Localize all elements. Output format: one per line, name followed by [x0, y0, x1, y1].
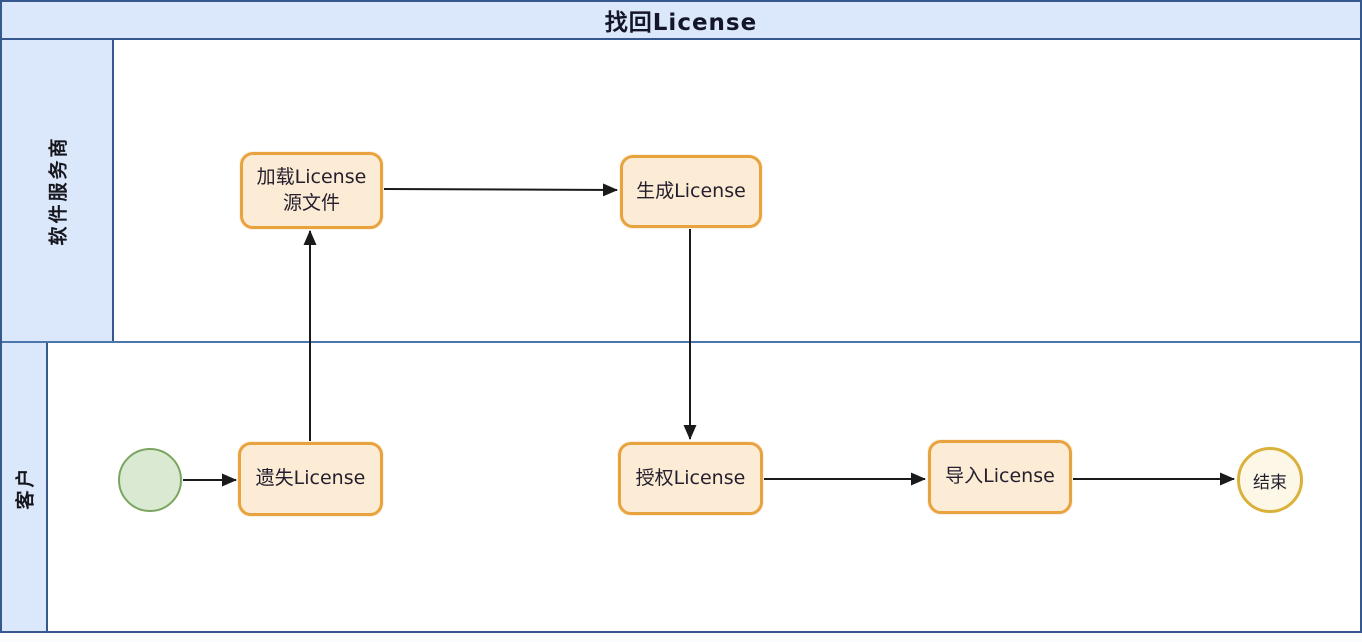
lane-label-text: 软件服务商: [47, 135, 70, 246]
task-label: 遗失License: [255, 467, 366, 490]
task-authorize-license: 授权License: [618, 442, 763, 515]
lane-label-customer: 客户: [2, 343, 49, 631]
pool-title-bar: 找回License: [2, 2, 1360, 40]
task-label: 导入License: [945, 465, 1055, 488]
task-label-line2: 源文件: [282, 191, 340, 214]
task-label: 生成License: [636, 179, 746, 202]
lane-label-text: 客户: [14, 464, 37, 510]
end-event-label: 结束: [1253, 472, 1287, 493]
task-lost-license: 遗失License: [238, 442, 383, 516]
task-label: 授权License: [635, 466, 746, 489]
task-label-line1: 加载License: [256, 165, 367, 188]
diagram-title: 找回License: [604, 10, 758, 36]
start-event-circle: [118, 448, 182, 512]
lanes-container: 软件服务商 客户: [2, 40, 1360, 631]
task-import-license: 导入License: [928, 440, 1072, 514]
lane-label-software-provider: 软件服务商: [2, 40, 115, 341]
task-load-license-source: 加载License 源文件: [240, 152, 383, 229]
end-event-circle: 结束: [1237, 447, 1303, 513]
task-generate-license: 生成License: [620, 155, 762, 228]
